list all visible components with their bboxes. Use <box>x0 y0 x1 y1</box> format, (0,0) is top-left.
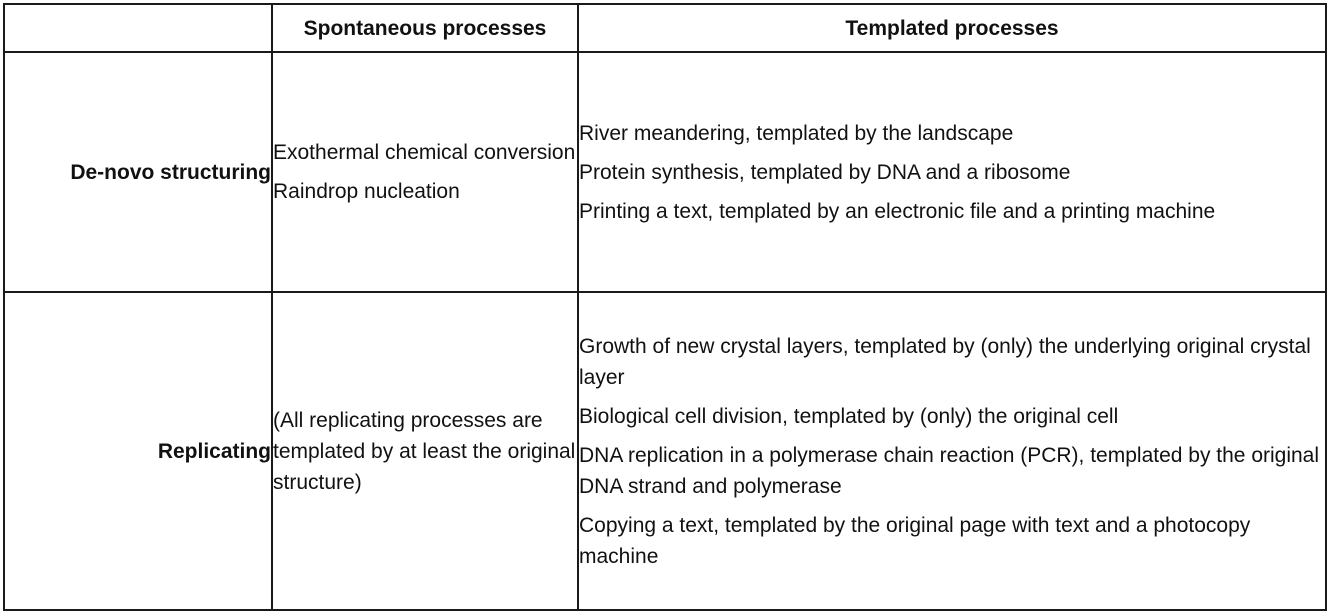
spontaneous-item: Raindrop nucleation <box>273 180 460 203</box>
table-row-de-novo-structuring: De-novo structuring Exothermal chemical … <box>3 51 1327 293</box>
templated-item: River meandering, templated by the lands… <box>579 121 1014 145</box>
process-classification-table: Spontaneous processes Templated processe… <box>3 3 1327 611</box>
templated-item: Copying a text, templated by the origina… <box>579 513 1251 568</box>
templated-item: Printing a text, templated by an electro… <box>579 199 1216 223</box>
cell-replicating-templated: Growth of new crystal layers, templated … <box>577 291 1327 611</box>
templated-item: DNA replication in a polymerase chain re… <box>579 443 1320 498</box>
row-label-de-novo-structuring: De-novo structuring <box>3 51 273 293</box>
row-label-replicating: Replicating <box>3 291 273 611</box>
header-corner-cell <box>3 3 273 53</box>
header-row: Spontaneous processes Templated processe… <box>3 3 1327 53</box>
header-spontaneous-processes: Spontaneous processes <box>271 3 579 53</box>
templated-item: Biological cell division, templated by (… <box>579 404 1119 428</box>
cell-replicating-spontaneous: (All replicating processes are templated… <box>271 291 579 611</box>
spontaneous-item: (All replicating processes are templated… <box>273 408 576 494</box>
templated-item: Protein synthesis, templated by DNA and … <box>579 160 1071 184</box>
templated-item: Growth of new crystal layers, templated … <box>579 334 1311 389</box>
cell-de-novo-templated: River meandering, templated by the lands… <box>577 51 1327 293</box>
cell-de-novo-spontaneous: Exothermal chemical conversion Raindrop … <box>271 51 579 293</box>
table-row-replicating: Replicating (All replicating processes a… <box>3 291 1327 611</box>
spontaneous-item: Exothermal chemical conversion <box>273 141 576 164</box>
header-templated-processes: Templated processes <box>577 3 1327 53</box>
